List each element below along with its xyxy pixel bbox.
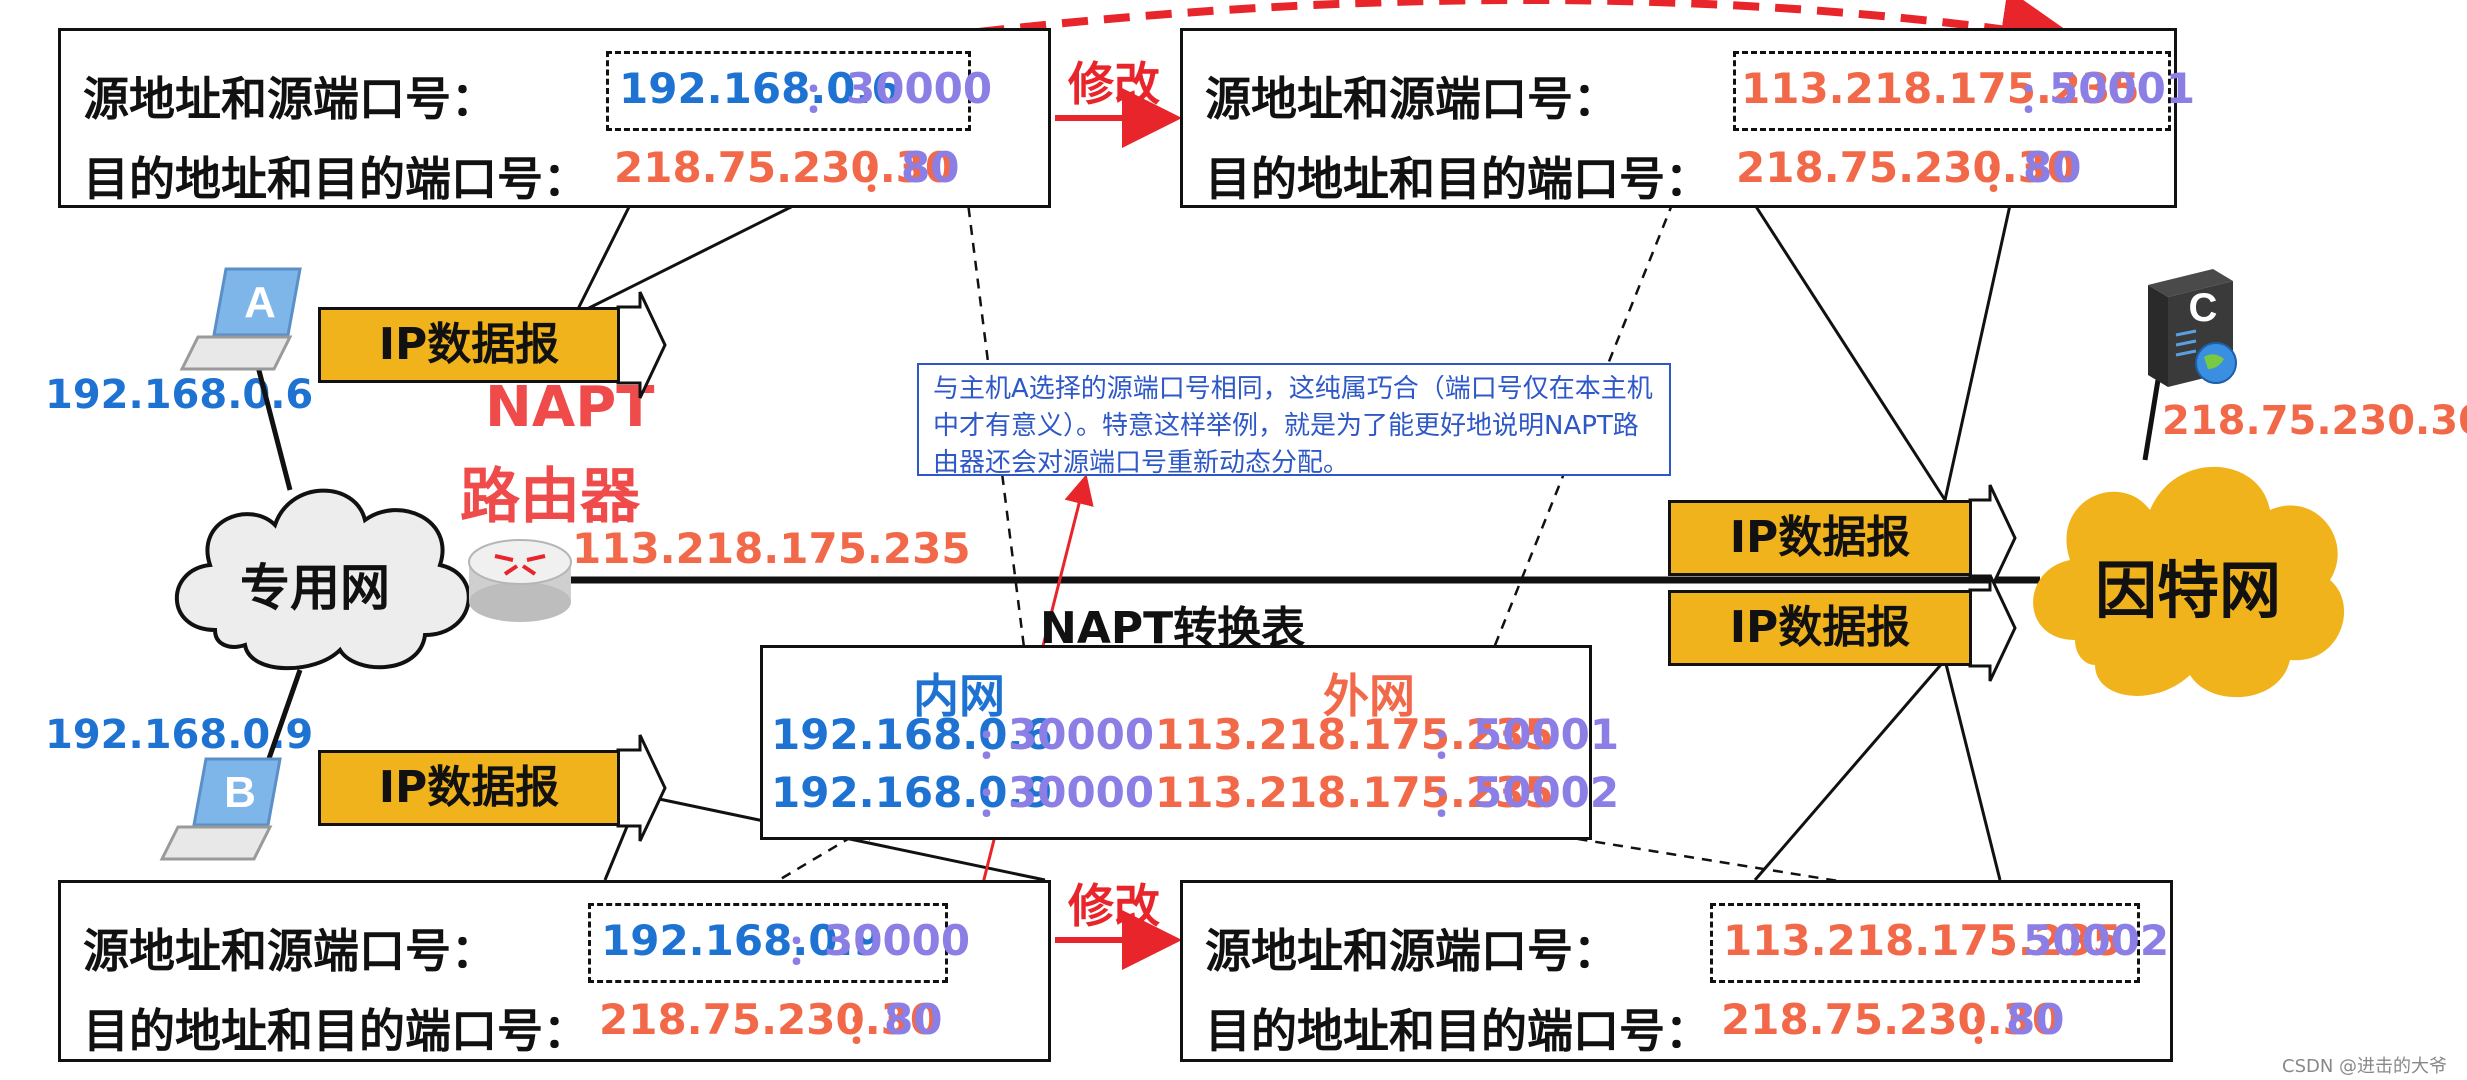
ip-packet-out-1: IP数据报 — [1668, 500, 1972, 576]
dst-port: 80 — [2006, 995, 2064, 1044]
private-network-cloud: 专用网 — [155, 460, 485, 680]
src-label: 源地址和源端口号： — [1205, 915, 1619, 981]
napt-table: 内网 外网 192.168.0.6 ： 30000 113.218.175.23… — [760, 645, 1592, 840]
row1-outer-colon: ： — [1431, 710, 1473, 771]
dst-label: 目的地址和目的端口号： — [1205, 143, 1711, 209]
row2-outer-colon: ： — [1431, 768, 1473, 829]
row1-inner-port: 30000 — [1008, 710, 1154, 759]
packet-label: IP数据报 — [1730, 512, 1911, 563]
internet-cloud: 因特网 — [2015, 440, 2355, 710]
top-right-address-box: 源地址和源端口号： 目的地址和目的端口号： 113.218.175.235 ： … — [1180, 28, 2177, 208]
modify-label-top: 修改 — [1068, 48, 1160, 114]
row2-outer-port: 50002 — [1473, 768, 1619, 817]
row2-inner-port: 30000 — [1008, 768, 1154, 817]
internet-label: 因特网 — [2095, 540, 2281, 630]
packet-label: IP数据报 — [379, 319, 560, 370]
router-icon — [465, 530, 575, 625]
top-left-address-box: 源地址和源端口号： 目的地址和目的端口号： 192.168.0.6 ： 3000… — [58, 28, 1051, 208]
dst-colon: ： — [861, 143, 903, 204]
napt-table-title: NAPT转换表 — [1040, 592, 1305, 656]
server-c-letter: C — [2189, 286, 2218, 330]
dst-label: 目的地址和目的端口号： — [83, 995, 589, 1061]
ip-packet-b: IP数据报 — [318, 750, 620, 826]
bottom-left-address-box: 源地址和源端口号： 目的地址和目的端口号： 192.168.0.9 ： 3000… — [58, 880, 1051, 1062]
dst-colon: ： — [1968, 995, 2010, 1056]
src-port: 50002 — [2023, 916, 2169, 965]
laptop-b-icon: B — [158, 755, 298, 865]
laptop-a-icon: A — [178, 265, 318, 375]
dst-label: 目的地址和目的端口号： — [83, 143, 589, 209]
router-ip: 113.218.175.235 — [572, 524, 971, 573]
src-colon: ： — [803, 64, 845, 125]
port-coincidence-note: 与主机A选择的源端口号相同，这纯属巧合（端口号仅在本主机中才有意义）。特意这样举… — [917, 363, 1671, 476]
src-label: 源地址和源端口号： — [1205, 63, 1619, 129]
src-port: 50001 — [2049, 64, 2195, 113]
host-a-letter: A — [244, 278, 276, 327]
src-colon: ： — [786, 916, 828, 977]
server-c-ip: 218.75.230.30 — [2162, 398, 2467, 444]
dst-port: 80 — [901, 143, 959, 192]
packet-label: IP数据报 — [1730, 602, 1911, 653]
ip-packet-a: IP数据报 — [318, 307, 620, 383]
src-port: 30000 — [846, 64, 992, 113]
src-label: 源地址和源端口号： — [83, 63, 497, 129]
dst-label: 目的地址和目的端口号： — [1205, 995, 1711, 1061]
ip-packet-out-2: IP数据报 — [1668, 590, 1972, 666]
modify-label-bottom: 修改 — [1068, 870, 1160, 936]
packet-label: IP数据报 — [379, 762, 560, 813]
dst-colon: ： — [1983, 143, 2025, 204]
src-label: 源地址和源端口号： — [83, 915, 497, 981]
dst-port: 80 — [884, 995, 942, 1044]
note-text: 与主机A选择的源端口号相同，这纯属巧合（端口号仅在本主机中才有意义）。特意这样举… — [933, 374, 1653, 478]
dst-port: 80 — [2023, 143, 2081, 192]
private-network-label: 专用网 — [240, 548, 390, 620]
server-c-icon: C — [2138, 265, 2243, 390]
bottom-right-address-box: 源地址和源端口号： 目的地址和目的端口号： 113.218.175.235 50… — [1180, 880, 2173, 1062]
src-port: 30000 — [824, 916, 970, 965]
row1-outer-port: 50001 — [1473, 710, 1619, 759]
host-b-letter: B — [224, 768, 256, 817]
dst-colon: ： — [846, 995, 888, 1056]
